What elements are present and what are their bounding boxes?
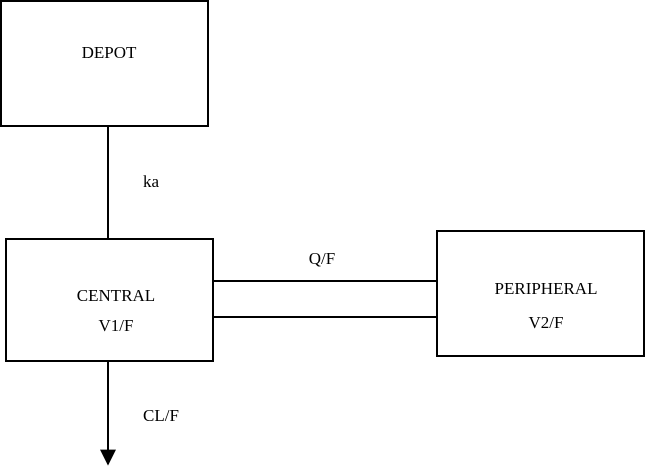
peripheral-label: PERIPHERAL	[494, 279, 598, 298]
central-label: CENTRAL	[76, 286, 156, 305]
central-compartment	[5, 238, 214, 362]
absorption-rate-label: ka	[143, 172, 160, 191]
intercompartmental-clearance-label: Q/F	[308, 249, 336, 268]
depot-label: DEPOT	[81, 43, 137, 62]
peripheral-compartment	[436, 230, 645, 357]
central-volume-label: V1/F	[98, 316, 134, 335]
clearance-label: CL/F	[143, 406, 179, 425]
depot-compartment	[0, 0, 209, 127]
peripheral-volume-label: V2/F	[528, 313, 564, 332]
